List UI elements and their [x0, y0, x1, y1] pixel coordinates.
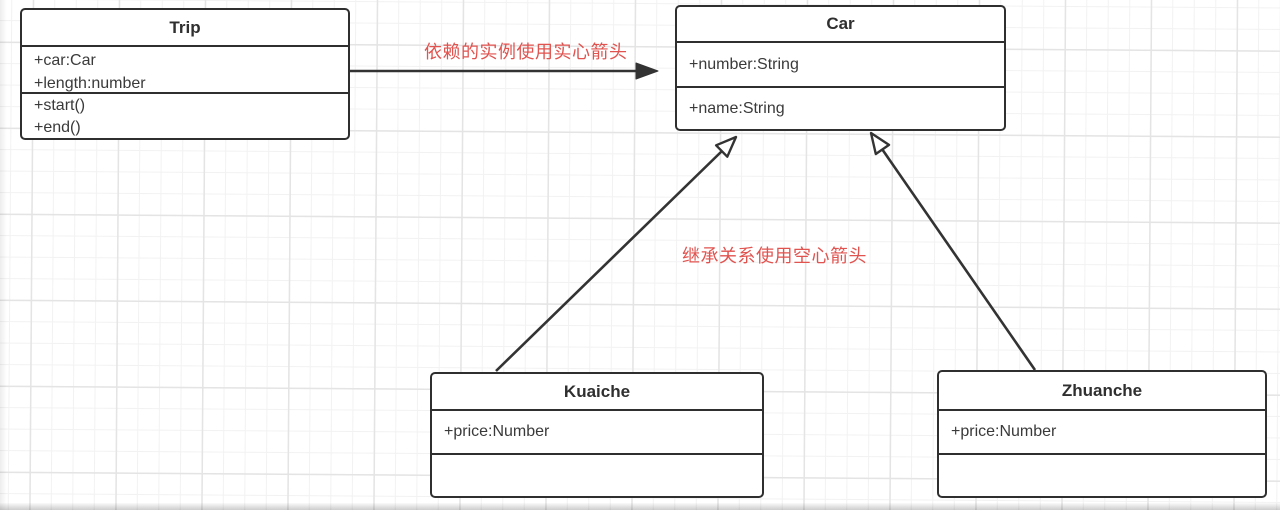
class-attributes: +number:String: [677, 43, 1004, 88]
left-edge-shadow: [0, 0, 7, 510]
class-member: +car:Car: [34, 52, 96, 69]
class-methods: +start() +end(): [22, 94, 348, 139]
class-title: Trip: [22, 10, 348, 47]
dependency-arrow-trip-car[interactable]: [350, 62, 659, 80]
class-title: Car: [677, 7, 1004, 43]
class-box-trip[interactable]: Trip +car:Car +length:number +start() +e…: [20, 8, 350, 140]
class-box-zhuanche[interactable]: Zhuanche +price:Number: [937, 370, 1267, 498]
hollow-arrowhead-icon: [869, 131, 891, 156]
annotation-inheritance-arrow: 继承关系使用空心箭头: [682, 246, 867, 266]
class-box-kuaiche[interactable]: Kuaiche +price:Number: [430, 372, 764, 498]
class-attributes: +price:Number: [432, 411, 762, 455]
annotation-dependency-arrow: 依赖的实例使用实心箭头: [424, 42, 628, 62]
class-title: Kuaiche: [432, 374, 762, 411]
hollow-arrowhead-icon: [714, 135, 738, 158]
class-member: +end(): [34, 119, 81, 136]
class-member: +price:Number: [444, 423, 550, 440]
solid-arrowhead-icon: [635, 62, 659, 80]
class-attributes: +car:Car +length:number: [22, 47, 348, 94]
class-empty-compartment: [432, 455, 762, 496]
class-member: +start(): [34, 97, 86, 114]
class-attributes: +price:Number: [939, 411, 1265, 455]
class-title: Zhuanche: [939, 372, 1265, 411]
class-member: +name:String: [689, 99, 785, 117]
class-box-car[interactable]: Car +number:String +name:String: [675, 5, 1006, 131]
class-attributes: +name:String: [677, 88, 1004, 129]
bottom-edge-shadow: [0, 503, 1280, 510]
class-empty-compartment: [939, 455, 1265, 496]
class-member: +price:Number: [951, 423, 1057, 440]
inheritance-arrow-kuaiche-car[interactable]: [495, 135, 738, 372]
class-member: +number:String: [689, 55, 799, 73]
inheritance-arrow-zhuanche-car[interactable]: [869, 131, 1037, 371]
class-member: +length:number: [34, 75, 146, 92]
